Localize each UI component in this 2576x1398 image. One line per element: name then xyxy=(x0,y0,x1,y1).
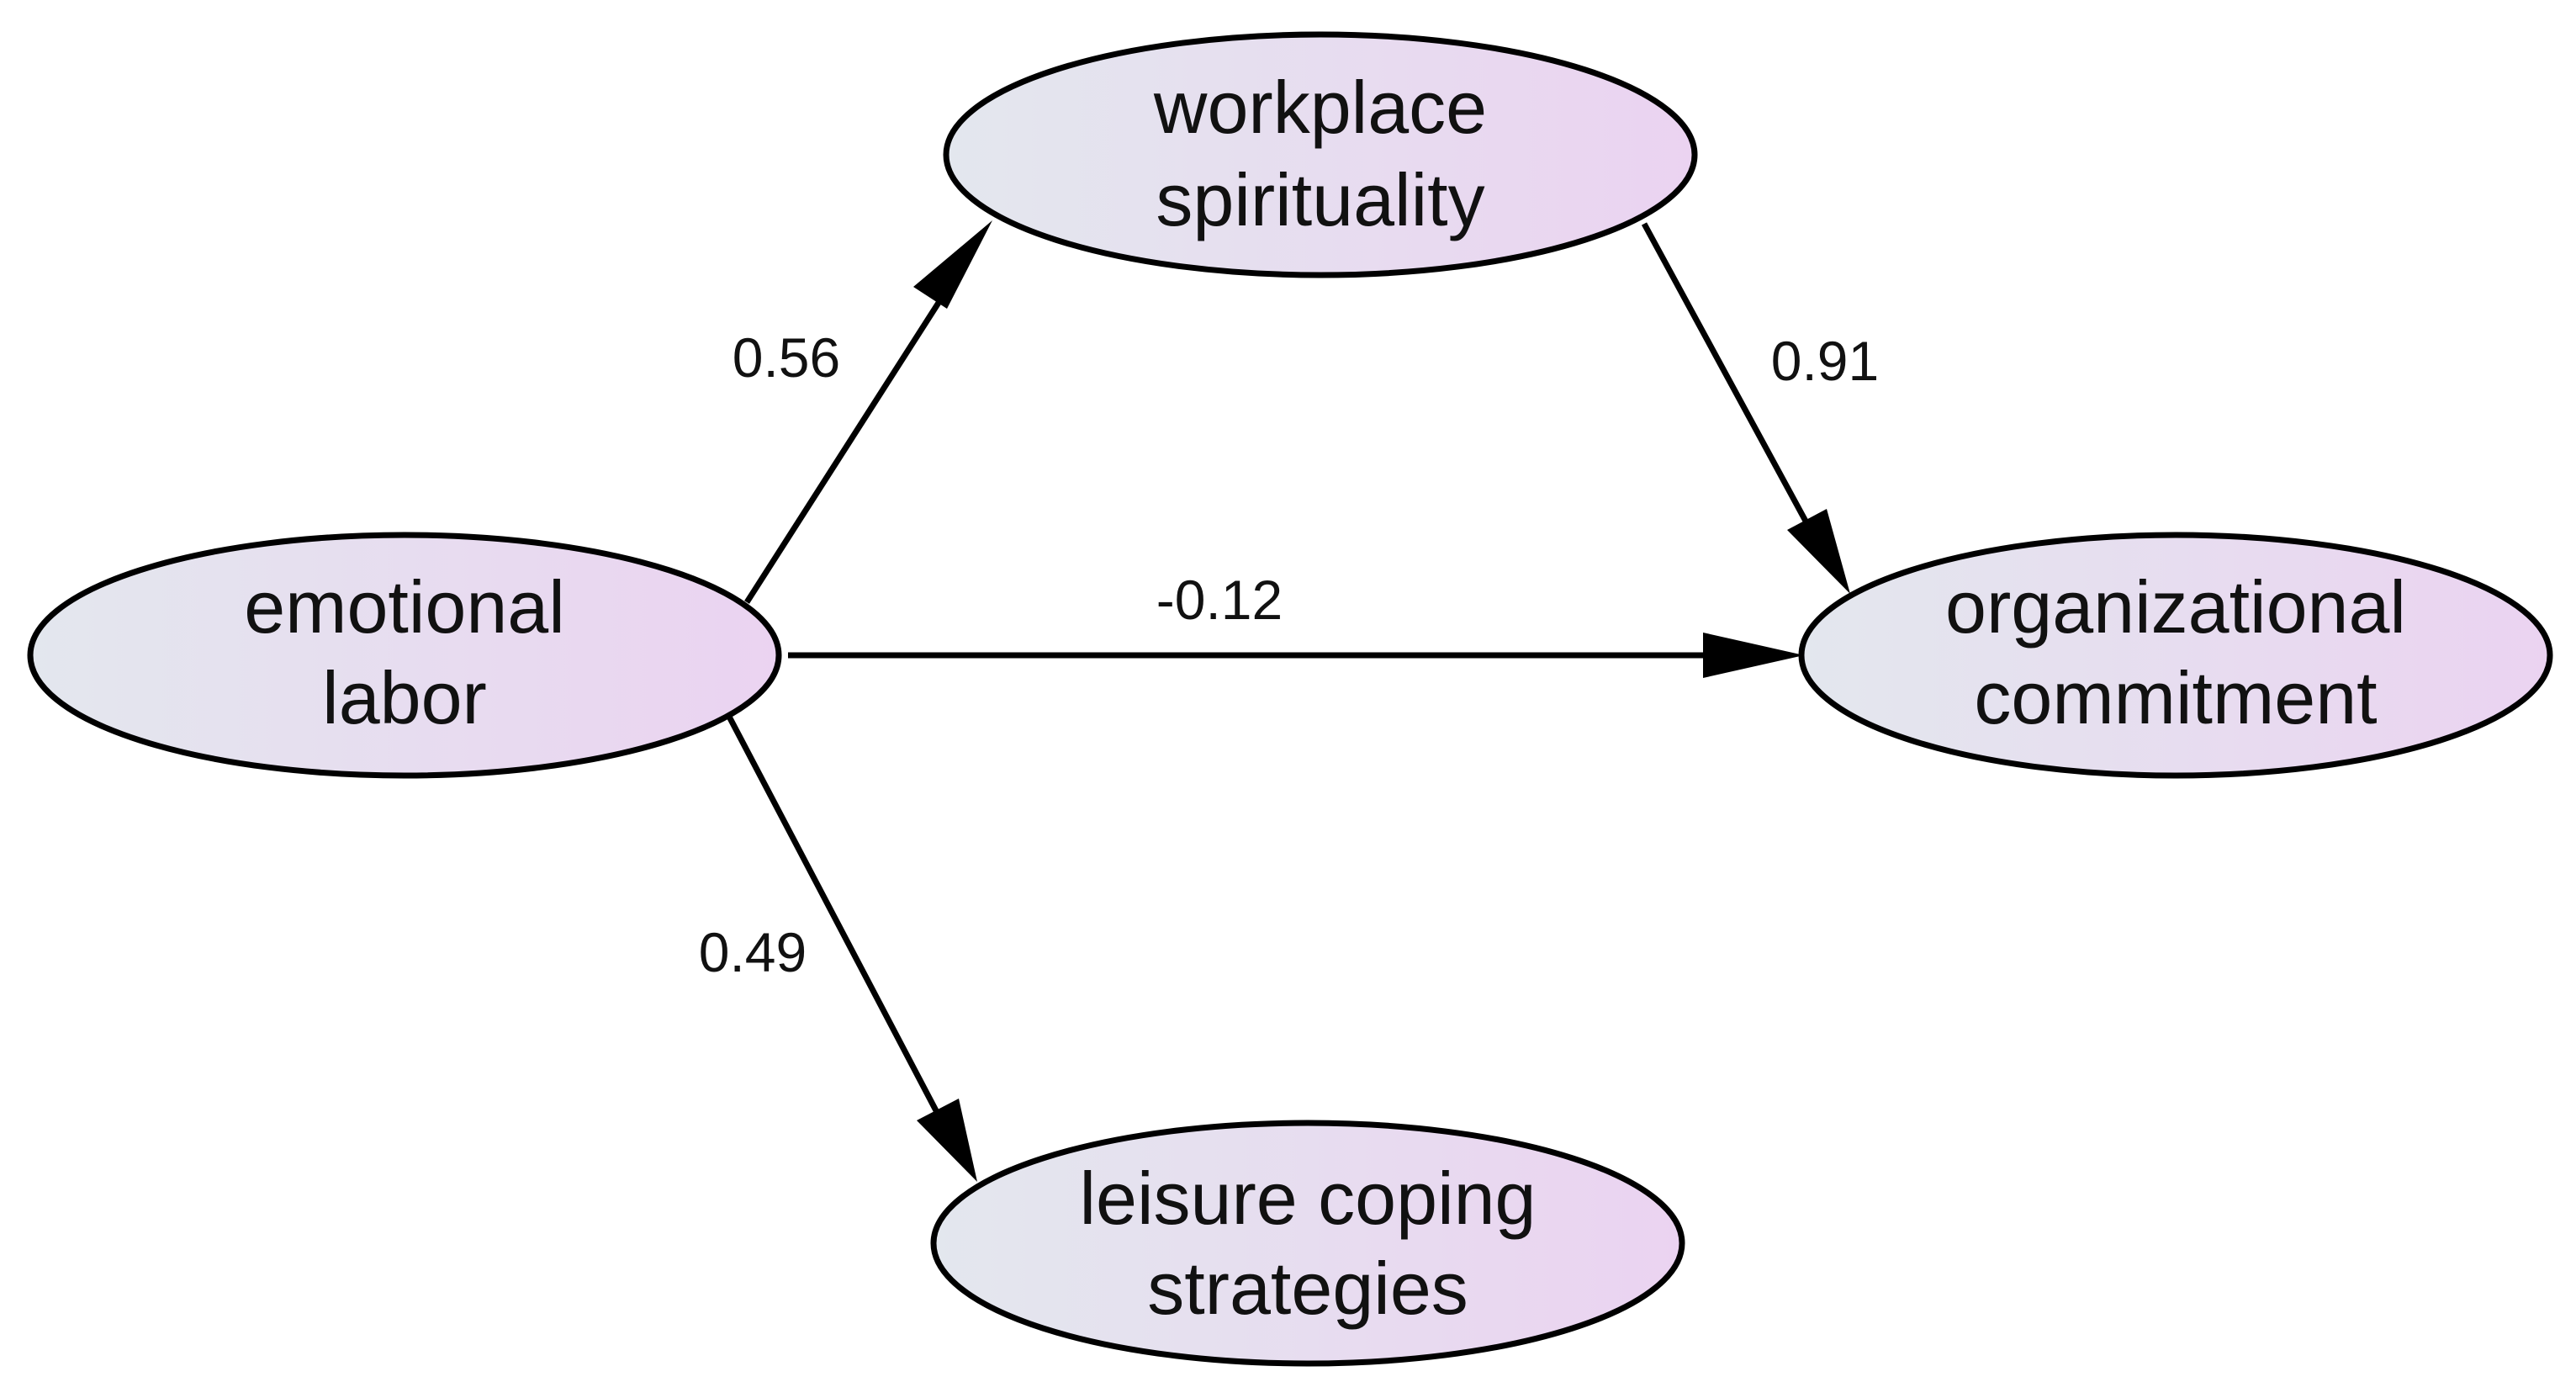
path-arrows xyxy=(725,220,1850,1182)
node-label-line-2: spirituality xyxy=(1156,158,1484,241)
node-label-line-1: workplace xyxy=(1153,66,1487,149)
path-emotional-labor-to-leisure-coping-strategies xyxy=(725,713,943,1119)
node-ellipse xyxy=(1798,532,2553,779)
node-label-line-2: strategies xyxy=(1147,1247,1468,1330)
arrowhead-workplace-spirituality xyxy=(913,220,992,309)
node-workplace-spirituality: workplace spirituality xyxy=(943,31,1698,278)
node-organizational-commitment: organizational commitment xyxy=(1798,532,2553,779)
node-label-line-2: labor xyxy=(322,656,487,739)
coefficient-emotional-to-leisure: 0.49 xyxy=(699,921,807,983)
node-label-line-1: leisure coping xyxy=(1080,1157,1537,1240)
coefficient-workplace-to-organizational: 0.91 xyxy=(1771,330,1879,392)
node-ellipse xyxy=(27,532,782,779)
node-emotional-labor: emotional labor xyxy=(27,532,782,779)
path-coefficients: 0.56 0.91 -0.12 0.49 xyxy=(699,326,1879,983)
arrowhead-organizational-commitment-from-workplace xyxy=(1787,509,1850,594)
node-ellipse xyxy=(930,1120,1685,1367)
node-label-line-1: organizational xyxy=(1945,565,2406,649)
node-label-line-1: emotional xyxy=(244,565,565,649)
arrowhead-leisure-coping-strategies xyxy=(917,1099,977,1182)
arrowhead-organizational-commitment-from-emotional xyxy=(1703,633,1804,678)
node-ellipse xyxy=(943,31,1698,278)
coefficient-emotional-to-organizational: -0.12 xyxy=(1156,569,1283,631)
coefficient-emotional-to-workplace: 0.56 xyxy=(733,326,840,389)
path-emotional-labor-to-workplace-spirituality xyxy=(744,283,953,604)
node-label-line-2: commitment xyxy=(1974,656,2377,739)
path-workplace-spirituality-to-organizational-commitment xyxy=(1641,222,1812,527)
node-leisure-coping-strategies: leisure coping strategies xyxy=(930,1120,1685,1367)
